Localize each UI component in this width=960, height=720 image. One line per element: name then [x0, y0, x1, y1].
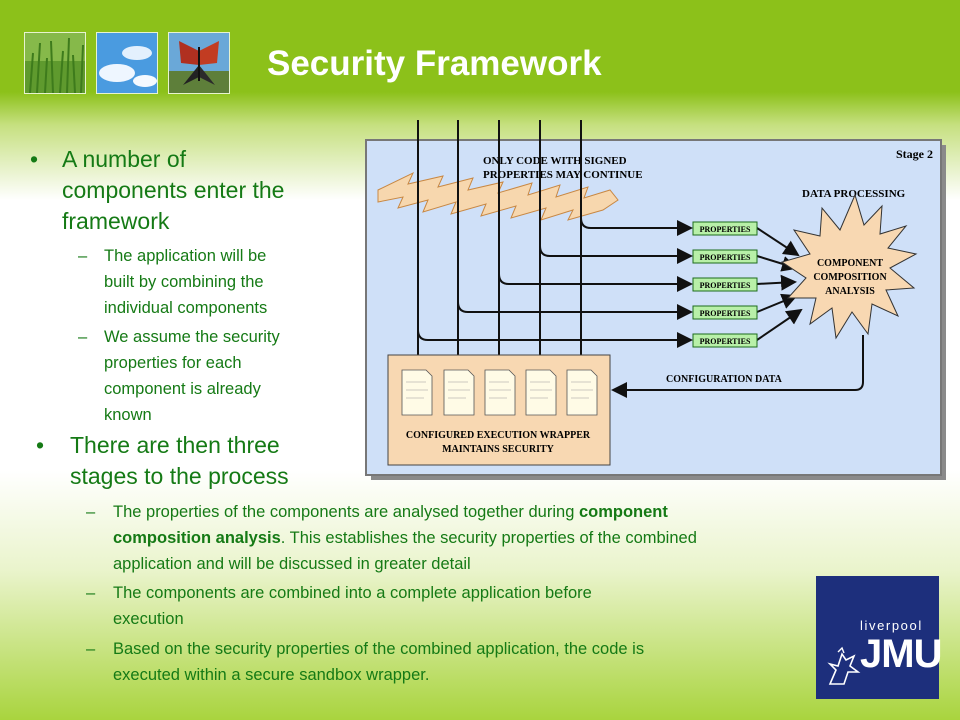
slide-title: Security Framework [267, 44, 602, 83]
stage-label: Stage 2 [896, 147, 933, 161]
dash: – [78, 247, 88, 265]
data-processing-label: DATA PROCESSING [802, 188, 906, 200]
ljmu-logo: liverpool JMU [816, 576, 942, 699]
sub-bullet-security-assumed: We assume the security properties for ea… [104, 324, 280, 428]
component-document-icons [401, 369, 598, 416]
butterfly-thumbnail [168, 32, 230, 94]
document-lines [406, 381, 593, 399]
properties-label: PROPERTIES [700, 337, 751, 346]
analysis-label-line: COMPOSITION [813, 272, 887, 283]
liver-bird-icon [827, 646, 861, 685]
signed-note-line: ONLY CODE WITH SIGNED [483, 155, 627, 167]
sub-line: component is already [104, 380, 261, 398]
bullet-three-stages: There are then three stages to the proce… [70, 430, 289, 492]
security-framework-diagram: Stage 2 ONLY CODE WITH SIGNED PROPERTIES… [358, 120, 948, 485]
properties-label: PROPERTIES [700, 253, 751, 262]
sub-line: built by combining the [104, 273, 264, 291]
analysis-label-line: COMPONENT [817, 258, 883, 269]
sub-line: execution [113, 610, 184, 628]
sub-line: properties for each [104, 354, 242, 372]
sub-line: Based on the security properties of the … [113, 640, 645, 658]
sky-thumbnail [96, 32, 158, 94]
properties-boxes [692, 221, 758, 348]
sub-line: The components are combined into a compl… [113, 584, 592, 602]
sub-line: application and will be discussed in gre… [113, 555, 471, 573]
properties-label: PROPERTIES [700, 309, 751, 318]
dash: – [86, 584, 96, 602]
sub-bullet-application-built: The application will be built by combini… [104, 243, 267, 321]
text-run: The properties of the components are ana… [113, 503, 579, 521]
wrapper-label-line: CONFIGURED EXECUTION WRAPPER [406, 430, 591, 441]
sub-bullet-composition-analysis: The properties of the components are ana… [113, 499, 697, 577]
sub-line: executed within a secure sandbox wrapper… [113, 666, 430, 684]
bullet-line: components enter the [62, 177, 285, 203]
bullet-line: A number of [62, 146, 187, 172]
logo-jmu-text: JMU [860, 632, 942, 676]
properties-label: PROPERTIES [700, 225, 751, 234]
bullet-line: There are then three [70, 432, 280, 458]
sub-line: known [104, 406, 152, 424]
sub-line: The properties of the components are ana… [113, 499, 697, 525]
analysis-label-line: ANALYSIS [825, 286, 875, 297]
text-run: . This establishes the security properti… [280, 529, 697, 547]
sub-line: We assume the security [104, 328, 280, 346]
bullet-dot: • [36, 432, 45, 458]
signed-note-line: PROPERTIES MAY CONTINUE [483, 169, 643, 181]
analysis-starburst-icon [780, 193, 918, 340]
sub-line: individual components [104, 299, 268, 317]
sub-line: composition analysis. This establishes t… [113, 525, 697, 551]
bullet-components-enter: A number of components enter the framewo… [62, 144, 284, 237]
bold-term: component [578, 503, 668, 521]
grass-thumbnail [24, 32, 86, 94]
sub-line: The application will be [104, 247, 267, 265]
bullet-line: framework [62, 208, 170, 234]
properties-label: PROPERTIES [700, 281, 751, 290]
sub-bullet-combined-application: The components are combined into a compl… [113, 580, 592, 632]
dash: – [86, 503, 96, 521]
dash: – [86, 640, 96, 658]
wrapper-label-line: MAINTAINS SECURITY [442, 444, 555, 455]
bullet-dot: • [30, 146, 39, 172]
logo-liverpool-text: liverpool [860, 618, 923, 633]
dash: – [78, 328, 88, 346]
bullet-line: stages to the process [70, 463, 289, 489]
config-data-label: CONFIGURATION DATA [666, 374, 783, 385]
component-input-lines [410, 120, 864, 398]
bold-term: composition analysis [113, 529, 281, 547]
sub-bullet-sandbox: Based on the security properties of the … [113, 636, 644, 688]
